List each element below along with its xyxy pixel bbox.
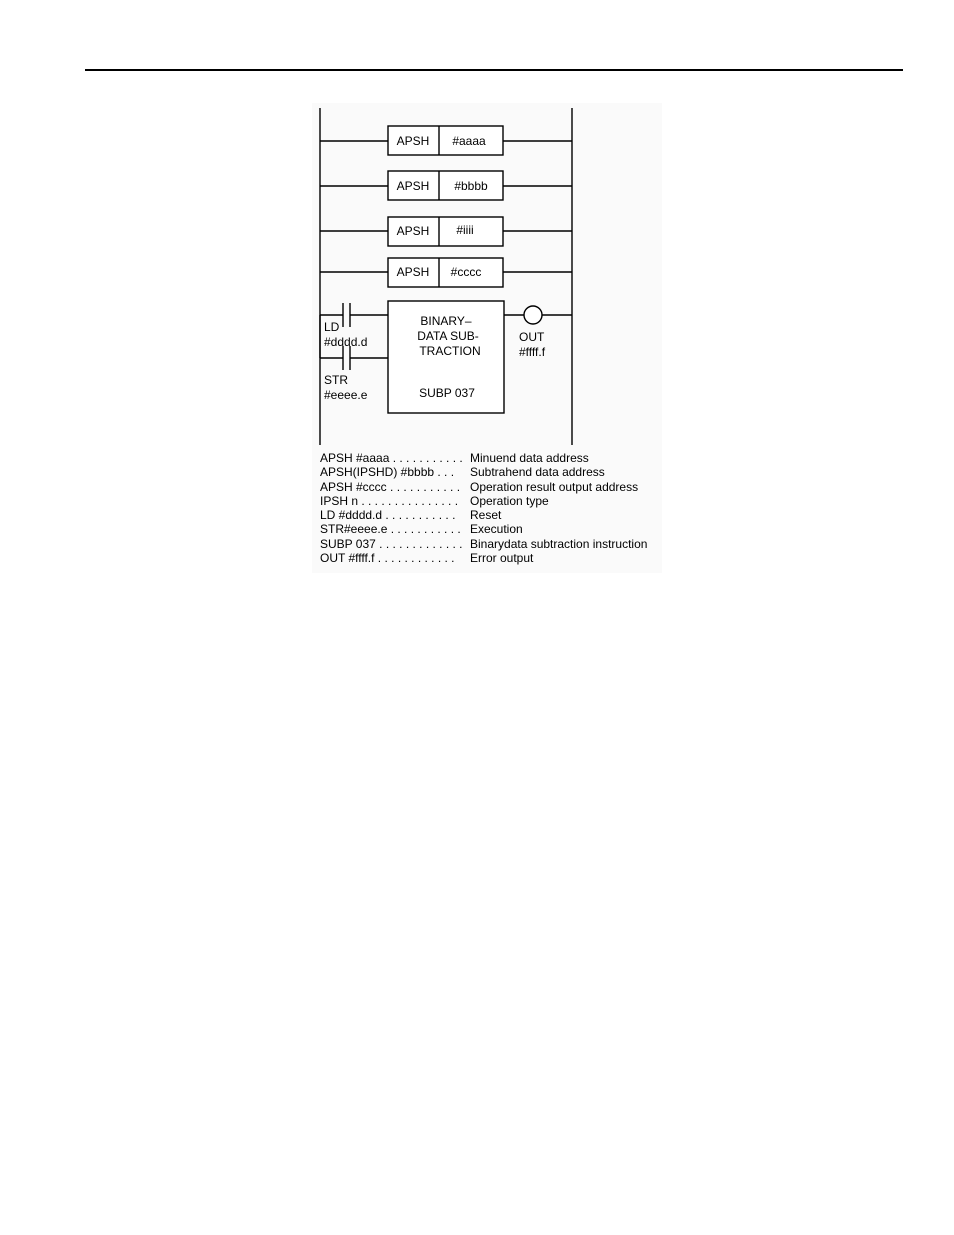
legend-row: SUBP 037 . . . . . . . . . . . . . Binar…: [320, 537, 647, 551]
ld-address: #dddd.d: [324, 335, 367, 349]
apsh-instruction: APSH: [397, 179, 430, 193]
legend-key: APSH #cccc . . . . . . . . . . .: [320, 479, 461, 494]
apsh-rung: APSH #cccc: [320, 257, 572, 288]
binary-subtraction-block: [387, 300, 505, 414]
ld-label: LD: [324, 320, 340, 334]
legend-desc: Operation type: [470, 493, 549, 508]
apsh-operand: #iiii: [456, 223, 473, 237]
legend-row: APSH #cccc . . . . . . . . . . . Operati…: [320, 480, 647, 494]
legend-desc: Binarydata subtraction instruction: [470, 536, 648, 551]
str-label: STR: [324, 373, 348, 387]
ld-contact: [320, 303, 388, 327]
apsh-instruction: APSH: [397, 224, 430, 238]
apsh-rung: APSH #iiii: [320, 216, 572, 247]
legend-desc: Execution: [470, 522, 523, 537]
legend-desc: Error output: [470, 551, 534, 566]
apsh-instruction: APSH: [397, 265, 430, 279]
apsh-operand: #cccc: [451, 265, 482, 279]
legend-row: APSH #aaaa . . . . . . . . . . . Minuend…: [320, 451, 647, 465]
legend-desc: Subtrahend data address: [470, 465, 605, 480]
block-title-line: DATA SUB-: [417, 329, 479, 343]
block-title-line: TRACTION: [419, 344, 480, 358]
legend-key: STR#eeee.e . . . . . . . . . . .: [320, 522, 461, 537]
legend-row: STR#eeee.e . . . . . . . . . . . Executi…: [320, 522, 647, 536]
str-contact: [320, 346, 388, 370]
legend-desc: Minuend data address: [470, 451, 589, 465]
legend-row: OUT #ffff.f . . . . . . . . . . . . Erro…: [320, 551, 647, 565]
out-coil-icon: [523, 305, 543, 325]
legend-row: IPSH n . . . . . . . . . . . . . . . Ope…: [320, 494, 647, 508]
legend-key: IPSH n . . . . . . . . . . . . . . .: [320, 493, 459, 508]
apsh-operand: #bbbb: [454, 179, 488, 193]
legend-key: LD #dddd.d . . . . . . . . . . .: [320, 508, 456, 523]
out-label: OUT: [519, 330, 545, 344]
apsh-rung: APSH #bbbb: [320, 170, 572, 201]
legend-desc: Operation result output address: [470, 479, 639, 494]
apsh-block: [387, 170, 504, 201]
block-instruction: SUBP 037: [419, 386, 475, 400]
legend-key: OUT #ffff.f . . . . . . . . . . . .: [320, 551, 455, 566]
apsh-operand: #aaaa: [452, 134, 486, 148]
legend-key: APSH(IPSHD) #bbbb . . .: [320, 465, 455, 480]
legend-key: APSH #aaaa . . . . . . . . . . .: [320, 451, 463, 465]
legend-desc: Reset: [470, 508, 502, 523]
header-rule: [85, 69, 903, 71]
legend-row: APSH(IPSHD) #bbbb . . . Subtrahend data …: [320, 465, 647, 479]
out-address: #ffff.f: [519, 345, 546, 359]
apsh-block: [387, 257, 504, 288]
apsh-rung: APSH #aaaa: [320, 125, 572, 156]
legend-key: SUBP 037 . . . . . . . . . . . . .: [320, 536, 463, 551]
legend-row: LD #dddd.d . . . . . . . . . . . Reset: [320, 508, 647, 522]
str-address: #eeee.e: [324, 388, 368, 402]
legend: APSH #aaaa . . . . . . . . . . . Minuend…: [320, 451, 647, 565]
apsh-instruction: APSH: [397, 134, 430, 148]
block-title-line: BINARY–: [420, 314, 471, 328]
